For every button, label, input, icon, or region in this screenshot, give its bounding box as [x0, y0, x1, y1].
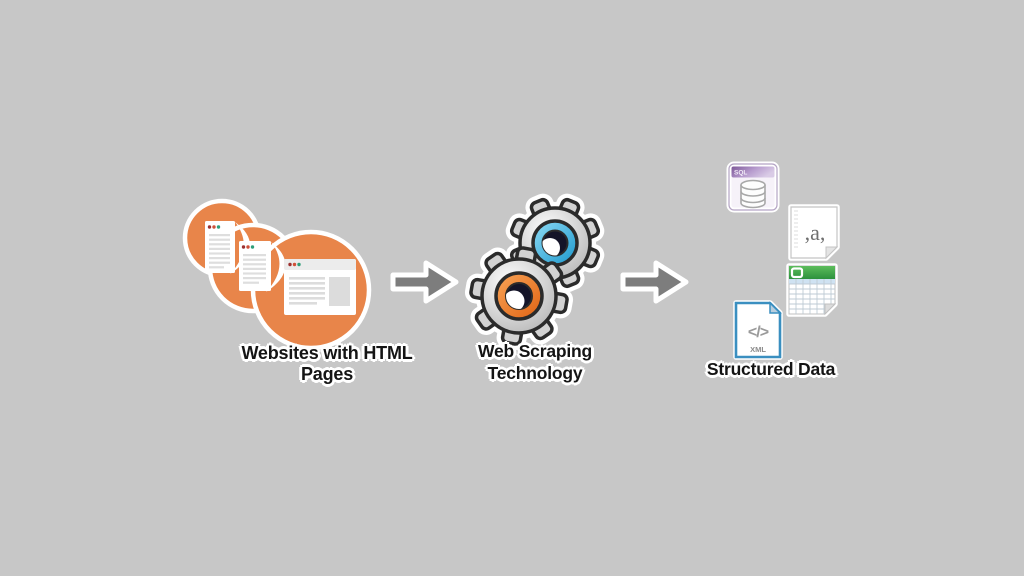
websites-cloud-icon: [182, 193, 379, 353]
scraping-label-line2: Technology: [487, 363, 583, 383]
gears-icon: [462, 192, 612, 351]
websites-label: Websites with HTML Pages: [227, 343, 427, 385]
scraping-label: Web Scraping Technology: [455, 340, 615, 384]
browser-window: [284, 259, 356, 315]
html-page-2: [239, 241, 286, 292]
sql-database-file-icon: SQL: [726, 161, 780, 213]
right-arrow-icon-1: [390, 257, 460, 307]
structured-data-label: Structured Data: [686, 359, 856, 380]
gears-svg: [464, 193, 605, 351]
structured-data-label-text: Structured Data: [706, 359, 836, 379]
websites-label-line1: Websites with HTML: [241, 343, 413, 363]
csv-file-icon: ,a,: [786, 203, 842, 263]
right-arrow-icon-2: [620, 257, 690, 307]
spreadsheet-file-icon: [784, 262, 840, 320]
orange-gear: [469, 246, 569, 346]
websites-label-line2: Pages: [300, 364, 354, 384]
websites-cloud-svg: [182, 198, 372, 351]
sheet-logo: [790, 267, 804, 279]
xml-code-glyph: </>: [748, 324, 769, 341]
html-page-1: [205, 221, 251, 274]
xml-file-icon: </> XML: [729, 299, 787, 363]
sql-badge: SQL: [734, 170, 747, 177]
database-cylinder: [740, 179, 766, 209]
csv-glyph: ,a,: [805, 220, 826, 245]
page-edge-lines: [794, 210, 798, 248]
xml-badge: XML: [750, 345, 766, 354]
scraping-label-line1: Web Scraping: [478, 341, 592, 361]
